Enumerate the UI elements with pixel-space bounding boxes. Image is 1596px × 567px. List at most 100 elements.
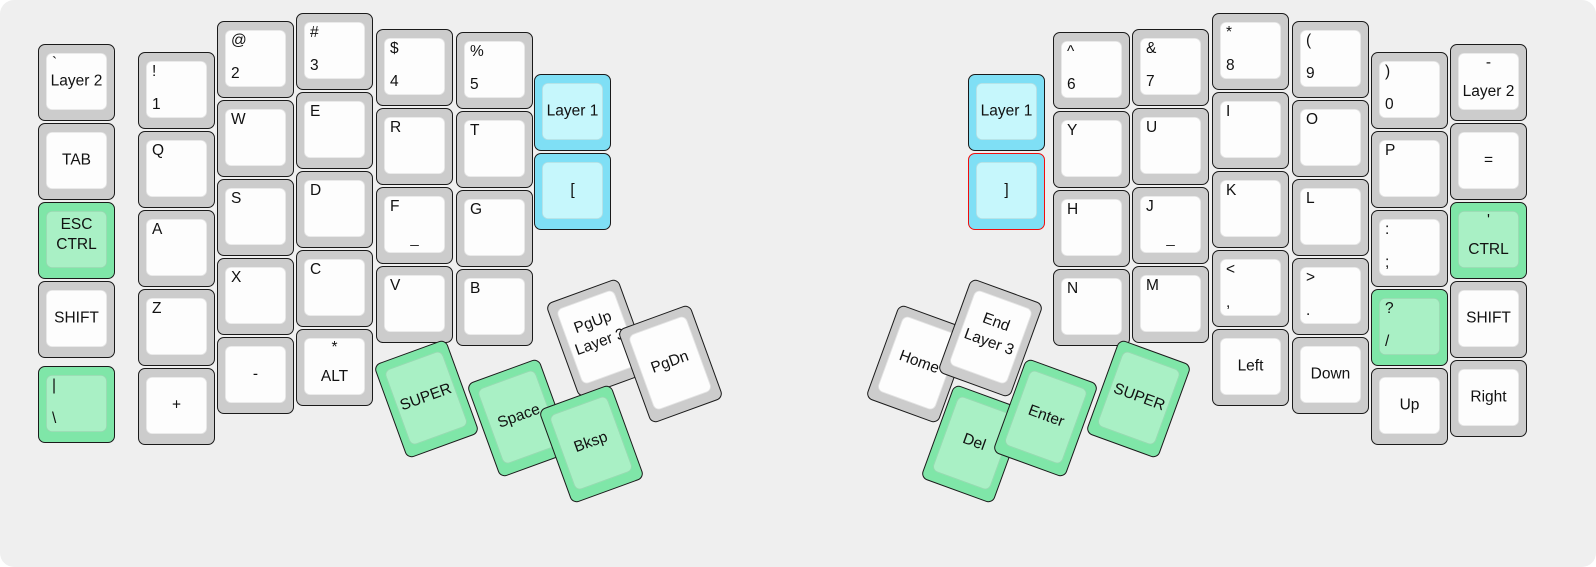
key-cap: H — [1061, 199, 1122, 256]
key-left[interactable]: Left — [1212, 329, 1289, 406]
key-b[interactable]: B — [456, 269, 533, 346]
key-legend-bottom-center: CTRL — [1468, 241, 1509, 258]
key-g[interactable]: G — [456, 190, 533, 267]
key-up[interactable]: Up — [1371, 368, 1448, 445]
key-cap: E — [304, 101, 365, 158]
key-layer2-grave[interactable]: Layer 2` — [38, 44, 115, 121]
key-cap: <, — [1220, 259, 1281, 316]
key-legend-top: E — [310, 103, 321, 120]
key-cap: ?/ — [1379, 298, 1440, 355]
key-right[interactable]: Right — [1450, 360, 1527, 437]
key-legend-bottom: 6 — [1067, 76, 1076, 93]
key-7[interactable]: &7 — [1132, 29, 1209, 106]
key-alt[interactable]: *ALT — [296, 329, 373, 406]
key-layer2-minus[interactable]: -Layer 2 — [1450, 44, 1527, 121]
key-5[interactable]: %5 — [456, 32, 533, 109]
key-a[interactable]: A — [138, 210, 215, 287]
key-o[interactable]: O — [1292, 100, 1369, 177]
key-super-right[interactable]: SUPER — [1085, 338, 1192, 460]
key-cap: SHIFT — [1458, 290, 1519, 347]
key-k[interactable]: K — [1212, 171, 1289, 248]
key-d[interactable]: D — [296, 171, 373, 248]
key-cap: Enter — [1003, 369, 1089, 466]
key-minus[interactable]: - — [217, 337, 294, 414]
key-down[interactable]: Down — [1292, 337, 1369, 414]
key-cap: PgDn — [627, 315, 713, 412]
key-j[interactable]: J_ — [1132, 187, 1209, 264]
key-cap: Bksp — [548, 395, 634, 492]
key-1[interactable]: !1 — [138, 52, 215, 129]
key-legend-stacked: End Layer 3 — [961, 309, 1017, 359]
key-9[interactable]: (9 — [1292, 21, 1369, 98]
key-cap: T — [464, 120, 525, 177]
key-slash[interactable]: ?/ — [1371, 289, 1448, 366]
key-tab[interactable]: TAB — [38, 123, 115, 200]
key-t[interactable]: T — [456, 111, 533, 188]
key-e[interactable]: E — [296, 92, 373, 169]
key-esc-ctrl[interactable]: ESC CTRL — [38, 202, 115, 279]
key-shift-right[interactable]: SHIFT — [1450, 281, 1527, 358]
key-bracket-left[interactable]: [ — [534, 153, 611, 230]
key-cap: S — [225, 188, 286, 245]
key-bracket-right[interactable]: ] — [968, 153, 1045, 230]
key-legend-bottom: 0 — [1385, 96, 1394, 113]
key-comma[interactable]: <, — [1212, 250, 1289, 327]
key-cap: Z — [146, 298, 207, 355]
key-layer1[interactable]: Layer 1 — [534, 74, 611, 151]
key-x[interactable]: X — [217, 258, 294, 335]
key-8[interactable]: *8 — [1212, 13, 1289, 90]
key-l[interactable]: L — [1292, 179, 1369, 256]
key-quote-ctrl[interactable]: 'CTRL — [1450, 202, 1527, 279]
key-0[interactable]: )0 — [1371, 52, 1448, 129]
key-cap: )0 — [1379, 61, 1440, 118]
key-legend-top: X — [231, 269, 242, 286]
key-m[interactable]: M — [1132, 266, 1209, 343]
key-n[interactable]: N — [1053, 269, 1130, 346]
key-legend-bottom: 4 — [390, 73, 399, 90]
key-legend-center: Enter — [1025, 401, 1067, 431]
key-legend-center: Layer 1 — [980, 102, 1033, 120]
key-equals[interactable]: = — [1450, 123, 1527, 200]
key-layer1-right[interactable]: Layer 1 — [968, 74, 1045, 151]
key-v[interactable]: V — [376, 266, 453, 343]
key-legend-top: Y — [1067, 122, 1078, 139]
key-p[interactable]: P — [1371, 131, 1448, 208]
key-w[interactable]: W — [217, 100, 294, 177]
key-c[interactable]: C — [296, 250, 373, 327]
key-z[interactable]: Z — [138, 289, 215, 366]
key-legend-top: Q — [152, 142, 165, 159]
key-s[interactable]: S — [217, 179, 294, 256]
key-legend-bottom: 9 — [1306, 65, 1315, 82]
key-shift[interactable]: SHIFT — [38, 281, 115, 358]
key-cap: Y — [1061, 120, 1122, 177]
key-pipe-backslash[interactable]: |\ — [38, 366, 115, 443]
key-legend-center: ] — [1004, 181, 1009, 199]
key-cap: Right — [1458, 369, 1519, 426]
key-y[interactable]: Y — [1053, 111, 1130, 188]
key-q[interactable]: Q — [138, 131, 215, 208]
key-h[interactable]: H — [1053, 190, 1130, 267]
key-cap: L — [1300, 188, 1361, 245]
key-legend-bottom: . — [1306, 302, 1311, 319]
key-legend-top: C — [310, 261, 322, 278]
key-super-left[interactable]: SUPER — [373, 338, 480, 460]
key-4[interactable]: $4 — [376, 29, 453, 106]
key-u[interactable]: U — [1132, 108, 1209, 185]
key-cap: ] — [976, 162, 1037, 219]
key-2[interactable]: @2 — [217, 21, 294, 98]
key-legend-center: PgDn — [648, 347, 691, 377]
key-i[interactable]: I — [1212, 92, 1289, 169]
key-legend-center: Right — [1470, 388, 1507, 406]
key-period[interactable]: >. — [1292, 258, 1369, 335]
key-legend-center: SHIFT — [1466, 309, 1511, 327]
key-r[interactable]: R — [376, 108, 453, 185]
key-cap: J_ — [1140, 196, 1201, 253]
key-cap: @2 — [225, 30, 286, 87]
key-plus[interactable]: + — [138, 368, 215, 445]
key-cap: *ALT — [304, 338, 365, 395]
key-6[interactable]: ^6 — [1053, 32, 1130, 109]
key-semicolon[interactable]: :; — [1371, 210, 1448, 287]
key-legend-top: M — [1146, 277, 1159, 294]
key-3[interactable]: #3 — [296, 13, 373, 90]
key-f[interactable]: F_ — [376, 187, 453, 264]
